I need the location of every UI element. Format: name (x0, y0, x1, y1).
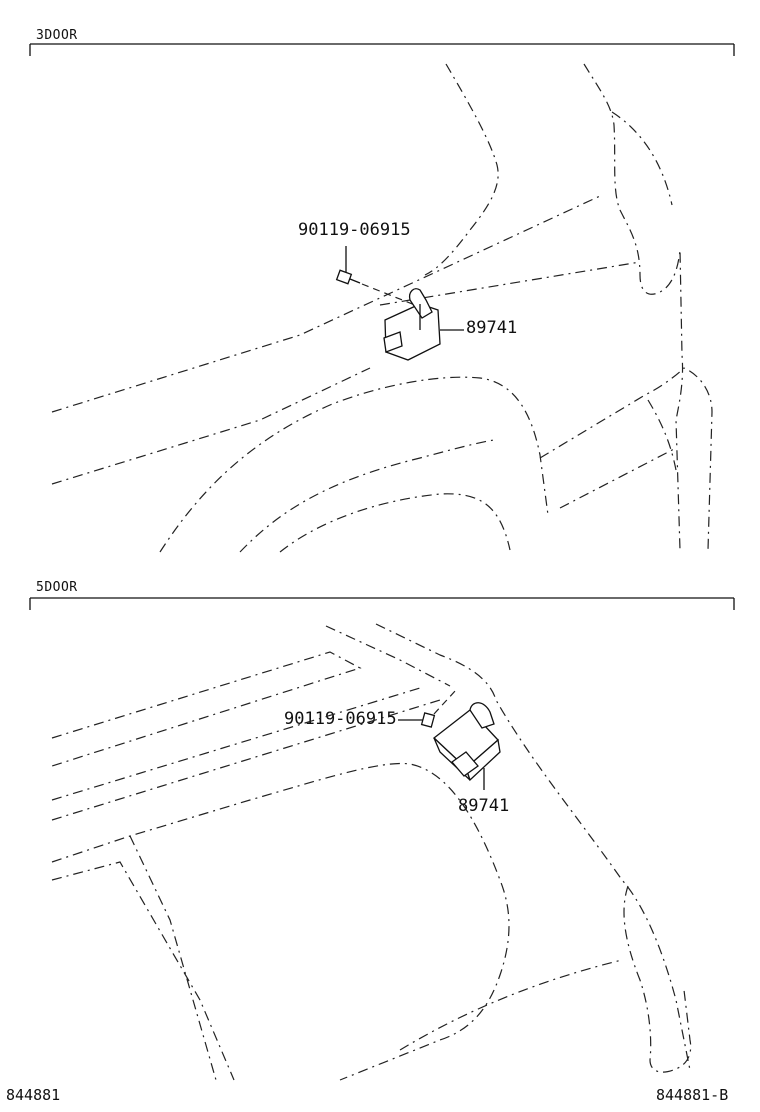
bolt-3door (335, 246, 416, 306)
vehicle-outline-5door (51, 623, 692, 1081)
section-label-3door: 3DOOR (36, 28, 78, 43)
bolt-part-number-5door: 90119-06915 (284, 709, 397, 729)
module-part-number-5door: 89741 (458, 796, 510, 816)
bolt-part-number-3door: 90119-06915 (298, 220, 411, 240)
section-frame-5door (29, 597, 735, 610)
footer-code-right: 844881-B (656, 1086, 729, 1104)
module-89741-5door (433, 702, 501, 790)
bolt-5door (398, 689, 457, 728)
section-frame-3door (29, 43, 735, 56)
section-label-5door: 5DOOR (36, 580, 78, 595)
footer-code-left: 844881 (6, 1086, 61, 1104)
module-part-number-3door: 89741 (466, 318, 518, 338)
vehicle-outline-3door (51, 63, 713, 553)
module-89741-3door (383, 288, 464, 361)
